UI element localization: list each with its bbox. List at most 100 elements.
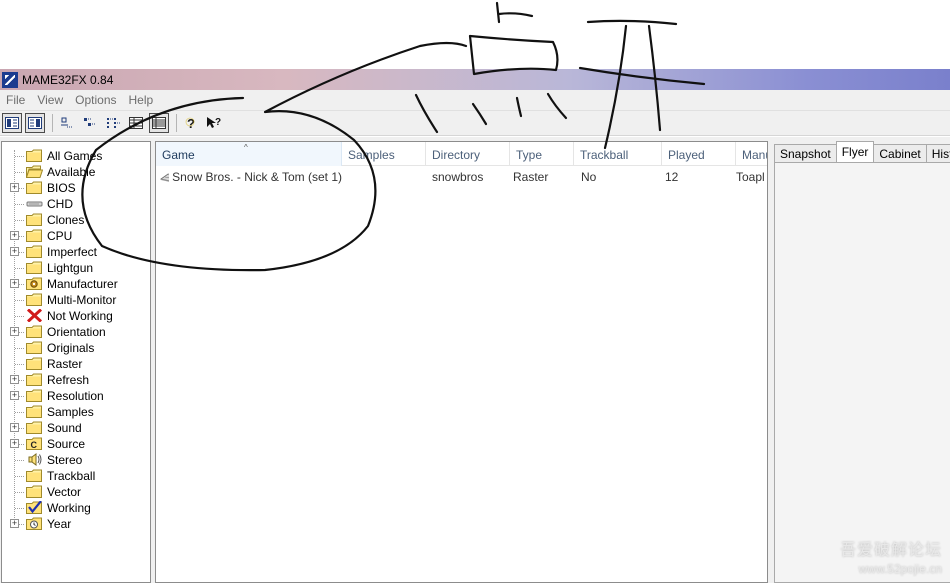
menu-options[interactable]: Options	[75, 93, 117, 107]
tree-item-multi-monitor[interactable]: Multi-Monitor	[2, 292, 150, 308]
screenshot-view-button[interactable]	[25, 113, 45, 133]
expand-icon[interactable]: +	[10, 182, 19, 192]
tree-connector	[15, 188, 24, 189]
game-list: ^ Game Samples Directory Type Trackball …	[155, 141, 768, 583]
context-help-button[interactable]: ?	[204, 113, 224, 133]
cell-directory: snowbros	[432, 169, 484, 184]
tree-item-all-games[interactable]: All Games	[2, 148, 150, 164]
grouped-button[interactable]	[149, 113, 169, 133]
tree-item-imperfect[interactable]: +Imperfect	[2, 244, 150, 260]
help-icon: ?	[185, 116, 195, 130]
tree-item-not-working[interactable]: Not Working	[2, 308, 150, 324]
column-type[interactable]: Type	[510, 142, 574, 166]
tree-item-vector[interactable]: Vector	[2, 484, 150, 500]
expand-icon[interactable]: +	[10, 326, 19, 336]
column-samples-label: Samples	[348, 148, 395, 162]
tree-item-label: Available	[47, 165, 96, 179]
grouped-icon	[152, 117, 166, 129]
expand-icon[interactable]: +	[10, 230, 19, 240]
tree-connector	[15, 348, 24, 349]
menu-bar: File View Options Help	[0, 90, 950, 111]
tree-item-available[interactable]: Available	[2, 164, 150, 180]
expand-icon[interactable]: +	[10, 278, 19, 288]
mame-app-icon	[2, 71, 18, 88]
tree-item-label: BIOS	[47, 181, 76, 195]
tree-item-year[interactable]: +Year	[2, 516, 150, 532]
tree-connector	[15, 396, 24, 397]
small-icons-button[interactable]	[80, 113, 100, 133]
tree-item-label: Trackball	[47, 469, 96, 483]
tree-item-samples[interactable]: Samples	[2, 404, 150, 420]
expand-icon[interactable]: +	[10, 374, 19, 384]
column-directory[interactable]: Directory	[426, 142, 510, 166]
tab-history[interactable]: Histo	[925, 144, 950, 162]
menu-help[interactable]: Help	[128, 93, 154, 107]
column-trackball-label: Trackball	[580, 148, 629, 162]
large-icons-button[interactable]	[57, 113, 77, 133]
red-x-icon	[26, 308, 43, 323]
svg-text:C: C	[31, 440, 38, 450]
tab-cabinet[interactable]: Cabinet	[873, 144, 927, 162]
tree-item-originals[interactable]: Originals	[2, 340, 150, 356]
folder-icon	[26, 485, 43, 498]
tree-connector	[15, 156, 24, 157]
list-button[interactable]	[103, 113, 123, 133]
left-splitter[interactable]	[151, 141, 155, 583]
tree-item-label: Source	[47, 437, 86, 451]
large-icons-icon	[61, 117, 73, 128]
expand-icon[interactable]: +	[10, 246, 19, 256]
menu-view[interactable]: View	[37, 93, 64, 107]
tree-item-sound[interactable]: +Sound	[2, 420, 150, 436]
check-icon	[26, 500, 43, 514]
tree-item-bios[interactable]: + BIOS	[2, 180, 150, 196]
expand-icon[interactable]: +	[10, 422, 19, 432]
column-samples[interactable]: Samples	[342, 142, 426, 166]
right-splitter[interactable]	[768, 141, 776, 583]
column-directory-label: Directory	[432, 148, 481, 162]
column-played[interactable]: Played	[662, 142, 736, 166]
tree-item-resolution[interactable]: +Resolution	[2, 388, 150, 404]
expand-icon[interactable]: +	[10, 518, 19, 528]
help-button[interactable]: ?	[181, 113, 201, 133]
tree-connector	[15, 412, 24, 413]
screenshot-view-icon	[28, 117, 42, 129]
tree-item-raster[interactable]: Raster	[2, 356, 150, 372]
tree-item-lightgun[interactable]: Lightgun	[2, 260, 150, 276]
tree-item-clones[interactable]: Clones	[2, 212, 150, 228]
tree-item-stereo[interactable]: Stereo	[2, 452, 150, 468]
tree-item-manufacturer[interactable]: +Manufacturer	[2, 276, 150, 292]
menu-file[interactable]: File	[6, 93, 26, 107]
table-row[interactable]: Snow Bros. - Nick & Tom (set 1) snowbros…	[156, 168, 767, 185]
folder-view-button[interactable]	[2, 113, 22, 133]
expand-icon[interactable]: +	[10, 438, 19, 448]
expand-icon[interactable]: +	[10, 390, 19, 400]
tree-item-source[interactable]: + C Source	[2, 436, 150, 452]
tree-item-label: CHD	[47, 197, 73, 211]
details-icon	[129, 117, 143, 129]
tab-snapshot[interactable]: Snapshot	[774, 144, 837, 162]
window-title: MAME32FX 0.84	[22, 72, 114, 87]
tree-connector	[15, 476, 24, 477]
tab-flyer[interactable]: Flyer	[835, 141, 875, 162]
site-watermark: 吾爱破解论坛 www.52pojie.cn	[840, 536, 942, 576]
picture-area	[774, 162, 950, 583]
tree-item-orientation[interactable]: +Orientation	[2, 324, 150, 340]
folder-open-icon	[25, 165, 44, 178]
tree-item-trackball[interactable]: Trackball	[2, 468, 150, 484]
tree-connector	[15, 460, 24, 461]
tree-connector	[15, 204, 24, 205]
details-button[interactable]	[126, 113, 146, 133]
column-trackball[interactable]: Trackball	[574, 142, 662, 166]
tree-item-refresh[interactable]: +Refresh	[2, 372, 150, 388]
picture-panel: Snapshot Flyer Cabinet Histo	[774, 141, 950, 583]
tree-item-label: Working	[47, 501, 91, 515]
column-manufacturer[interactable]: Manu	[736, 142, 767, 166]
column-game[interactable]: ^ Game	[156, 142, 342, 166]
tree-item-cpu[interactable]: +CPU	[2, 228, 150, 244]
tree-item-chd[interactable]: CHD	[2, 196, 150, 212]
tree-item-working[interactable]: Working	[2, 500, 150, 516]
tree-item-label: Vector	[47, 485, 82, 499]
cell-type: Raster	[513, 169, 549, 184]
